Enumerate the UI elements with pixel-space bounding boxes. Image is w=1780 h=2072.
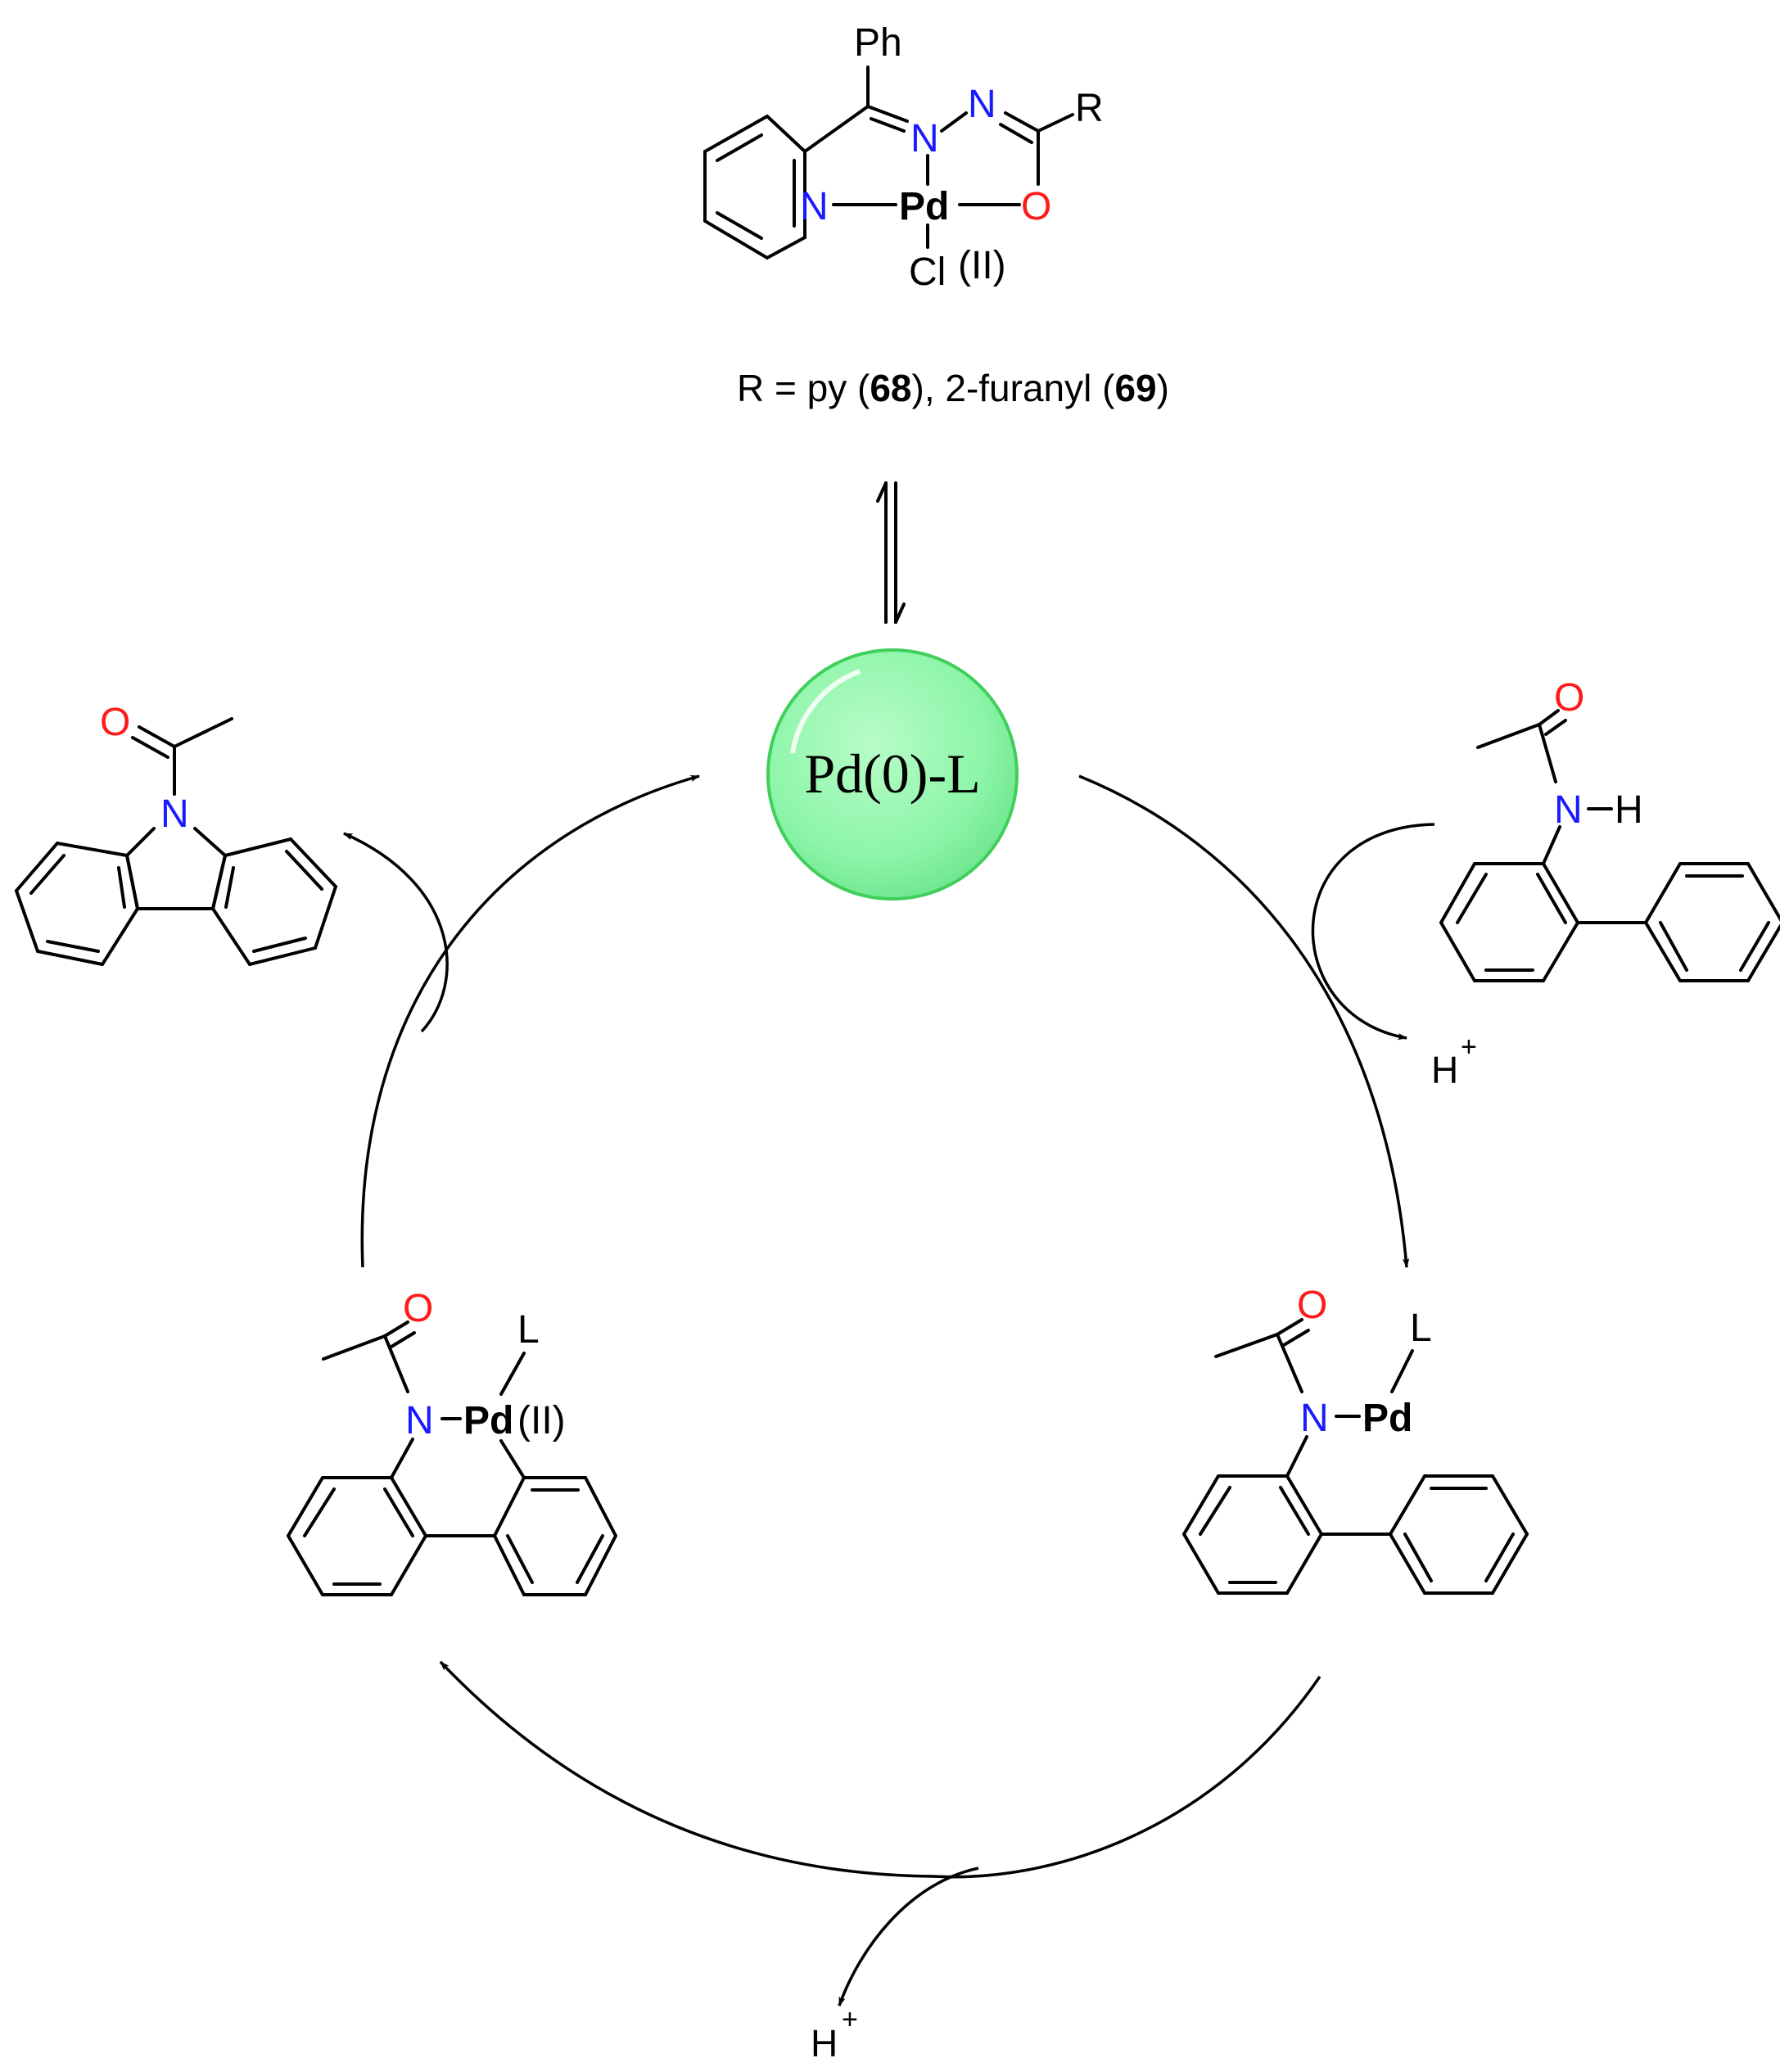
- proton-plus: +: [842, 2004, 858, 2035]
- amide-nitrogen: N: [405, 1399, 434, 1442]
- carbazole-nitrogen: N: [160, 792, 189, 836]
- substrate-acetanilide: O N H: [1439, 676, 1780, 982]
- pyridine-nitrogen: N: [800, 185, 829, 228]
- cycle-arrows: [342, 774, 1435, 2007]
- equilibrium-arrows: [876, 481, 906, 624]
- ligand-caption: R = py (68), 2-furanyl (69): [737, 367, 1169, 409]
- proton-plus: +: [1461, 1031, 1477, 1063]
- r-group-label: R: [1075, 87, 1104, 130]
- palladium-center: Pd: [463, 1399, 513, 1442]
- carbonyl-oxygen: O: [1297, 1284, 1327, 1327]
- phenyl-label: Ph: [854, 21, 902, 65]
- proton-h: H: [811, 2022, 838, 2065]
- oxygen-atom: O: [1021, 185, 1051, 228]
- chloride-label: Cl: [909, 251, 946, 294]
- palladium-center: Pd: [1362, 1397, 1412, 1440]
- carbonyl-oxygen: O: [403, 1287, 433, 1330]
- ligand-l: L: [1410, 1307, 1432, 1350]
- catalyst-label: Pd(0)-L: [804, 743, 980, 805]
- amide-nitrogen: N: [1300, 1397, 1329, 1440]
- pd-amido-intermediate: O N Pd L: [1181, 1284, 1529, 1595]
- amide-nitrogen: N: [1554, 788, 1583, 832]
- proton-released-top: H +: [1431, 1031, 1477, 1091]
- ligand-l: L: [517, 1308, 540, 1352]
- hydrazone-nitrogen: N: [968, 83, 996, 126]
- product-n-acetylcarbazole: O N: [14, 701, 338, 967]
- oxidation-state: (II): [958, 244, 1006, 287]
- carbonyl-oxygen: O: [100, 701, 130, 744]
- proton-h: H: [1431, 1049, 1458, 1091]
- palladacycle-intermediate: O N Pd L (II): [286, 1287, 618, 1596]
- precatalyst-complex: Ph R N N N Pd O Cl (II): [703, 21, 1104, 294]
- carbonyl-oxygen: O: [1554, 676, 1584, 720]
- palladium-center: Pd: [899, 185, 949, 228]
- amide-hydrogen: H: [1615, 788, 1643, 832]
- imine-nitrogen: N: [910, 117, 939, 160]
- oxidation-state: (II): [517, 1399, 566, 1442]
- proton-released-bottom: H +: [811, 2004, 858, 2065]
- catalyst-sphere: Pd(0)-L: [766, 648, 1019, 901]
